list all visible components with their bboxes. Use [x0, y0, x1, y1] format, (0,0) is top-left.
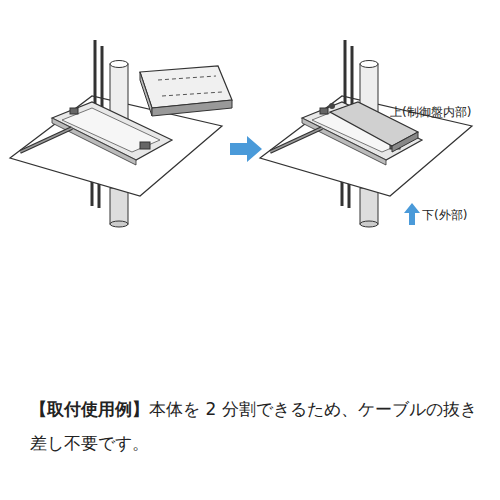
caption-block: 【取付使用例】本体を 2 分割できるため、ケーブルの抜き差し不要です。: [30, 392, 478, 460]
side-label: 下(外部): [422, 207, 467, 224]
side-label: 上(制御盤内部): [390, 104, 471, 121]
example-heading: 【取付使用例】: [30, 399, 149, 419]
